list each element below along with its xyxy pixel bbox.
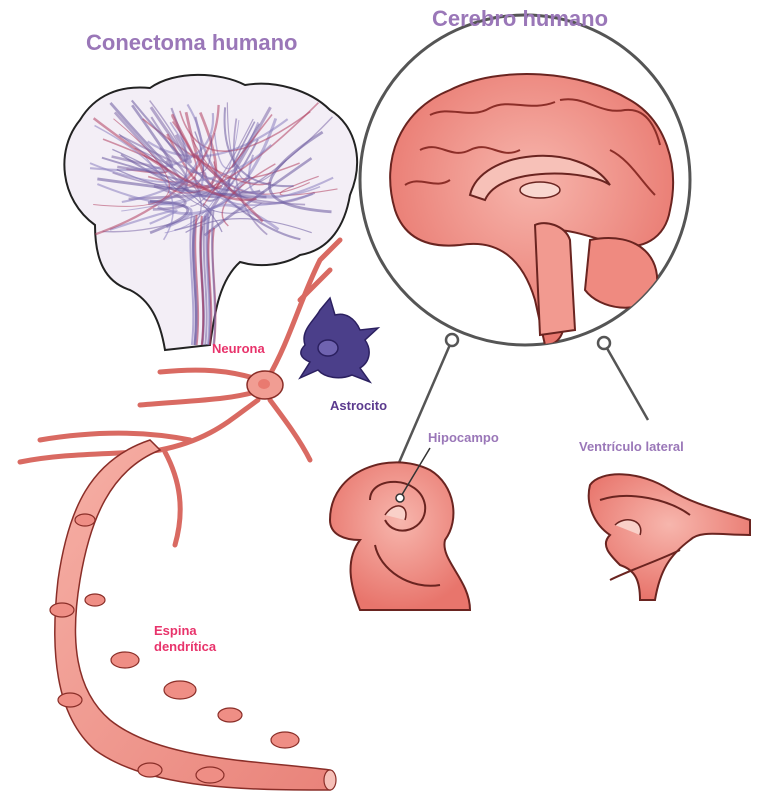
connectome-brain	[64, 75, 357, 350]
astrocyte-label: Astrocito	[330, 398, 387, 413]
spine-label-line1: Espina	[154, 623, 197, 638]
astrocyte	[300, 298, 378, 382]
hippocampus-label: Hipocampo	[428, 430, 499, 445]
hippocampus-illustration	[330, 448, 470, 610]
connectome-title: Conectoma humano	[86, 30, 297, 56]
ventricle-illustration	[589, 474, 750, 600]
brainstem	[535, 223, 575, 335]
brain-magnifier	[360, 15, 690, 465]
ventricle-label: Ventrículo lateral	[579, 439, 684, 454]
spine-label-line2: dendrítica	[154, 639, 216, 654]
neuron-label: Neurona	[212, 341, 265, 356]
brain-title: Cerebro humano	[432, 6, 608, 32]
